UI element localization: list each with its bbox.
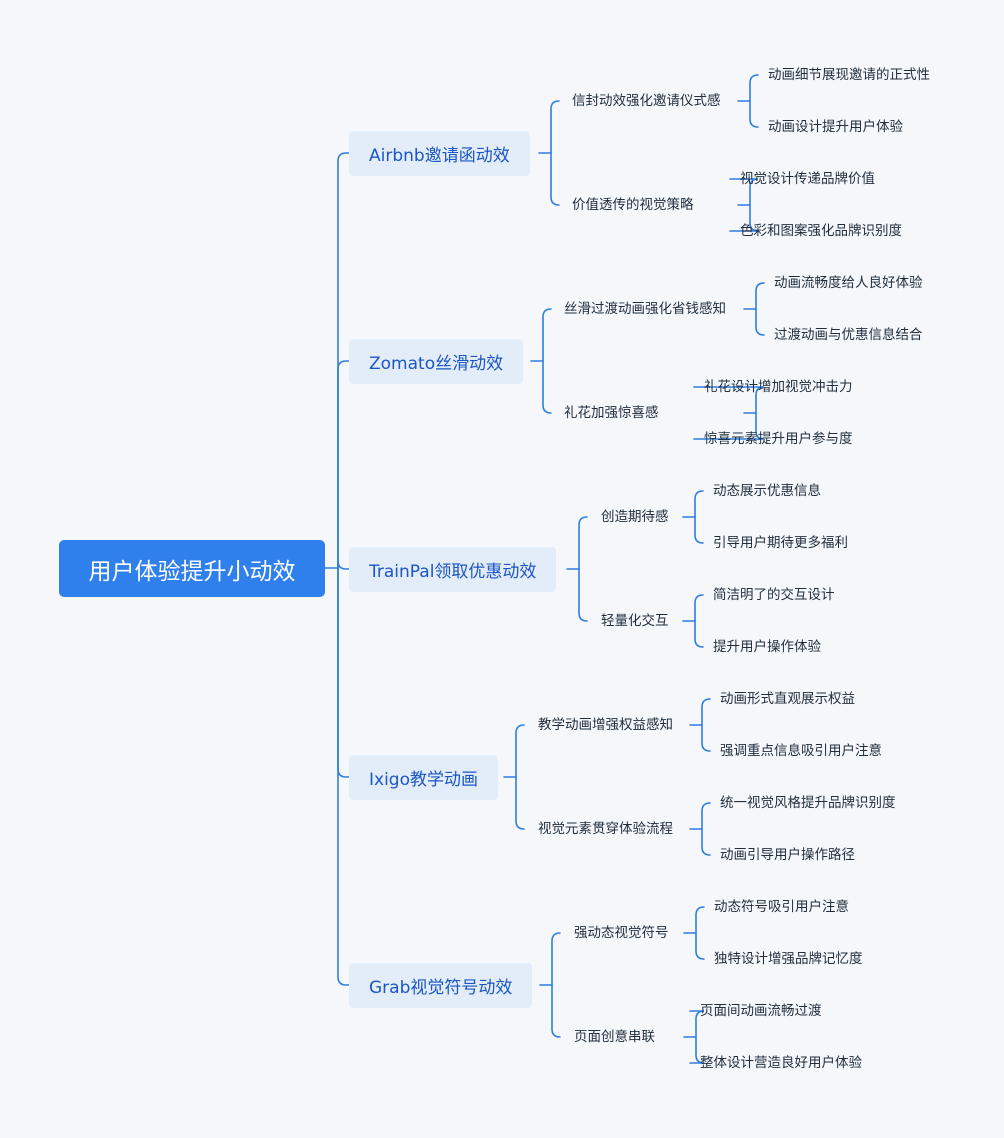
subtopic-node[interactable]: 轻量化交互 xyxy=(601,613,669,629)
leaf-node[interactable]: 动画细节展现邀请的正式性 xyxy=(768,67,930,83)
leaf-node[interactable]: 惊喜元素提升用户参与度 xyxy=(704,431,853,447)
topic-node[interactable]: TrainPal领取优惠动效 xyxy=(349,546,557,592)
subtopic-node[interactable]: 礼花加强惊喜感 xyxy=(564,405,659,421)
subtopic-connector-branch xyxy=(694,490,704,518)
leaf-node[interactable]: 简洁明了的交互设计 xyxy=(713,587,835,603)
subtopic-connector-branch xyxy=(693,386,765,414)
subtopic-connector-branch xyxy=(755,282,765,310)
topic-node[interactable]: Ixigo教学动画 xyxy=(349,754,498,800)
subtopic-connector-branch xyxy=(701,724,711,752)
subtopic-node[interactable]: 信封动效强化邀请仪式感 xyxy=(572,93,721,109)
root-connector-branch xyxy=(337,560,350,570)
subtopic-connector-branch xyxy=(701,802,711,830)
leaf-node[interactable]: 动画流畅度给人良好体验 xyxy=(774,275,923,291)
leaf-node[interactable]: 动画设计提升用户体验 xyxy=(768,119,903,135)
leaf-node[interactable]: 页面间动画流畅过渡 xyxy=(700,1003,822,1019)
leaf-node[interactable]: 强调重点信息吸引用户注意 xyxy=(720,743,882,759)
subtopic-connector-branch xyxy=(694,516,704,544)
leaf-node[interactable]: 视觉设计传递品牌价值 xyxy=(740,171,875,187)
leaf-node[interactable]: 礼花设计增加视觉冲击力 xyxy=(704,379,853,395)
root-connector-branch xyxy=(337,567,350,778)
topic-node[interactable]: Grab视觉符号动效 xyxy=(349,962,533,1008)
topic-connector-branch xyxy=(551,984,561,1038)
leaf-node[interactable]: 独特设计增强品牌记忆度 xyxy=(714,951,863,967)
leaf-node[interactable]: 色彩和图案强化品牌识别度 xyxy=(740,223,902,239)
subtopic-node[interactable]: 页面创意串联 xyxy=(574,1029,655,1045)
topic-connector-branch xyxy=(542,308,552,362)
leaf-node[interactable]: 提升用户操作体验 xyxy=(713,639,821,655)
subtopic-connector-branch xyxy=(701,698,711,726)
subtopic-connector-branch xyxy=(749,100,759,128)
leaf-node[interactable]: 动画引导用户操作路径 xyxy=(720,847,855,863)
topic-connector-branch xyxy=(578,516,588,570)
subtopic-node[interactable]: 强动态视觉符号 xyxy=(574,925,669,941)
subtopic-connector-branch xyxy=(695,932,705,960)
topic-connector-branch xyxy=(550,100,560,154)
subtopic-connector-branch xyxy=(755,308,765,336)
leaf-node[interactable]: 动态展示优惠信息 xyxy=(713,483,821,499)
subtopic-connector-branch xyxy=(694,620,704,648)
topic-node[interactable]: Zomato丝滑动效 xyxy=(349,338,524,384)
subtopic-node[interactable]: 创造期待感 xyxy=(601,509,669,525)
topic-connector-branch xyxy=(515,724,525,778)
leaf-node[interactable]: 统一视觉风格提升品牌识别度 xyxy=(720,795,896,811)
topic-node[interactable]: Airbnb邀请函动效 xyxy=(349,130,530,176)
subtopic-connector-branch xyxy=(693,412,765,440)
topic-connector-branch xyxy=(550,152,560,206)
root-connector-branch xyxy=(337,360,350,569)
subtopic-node[interactable]: 视觉元素贯穿体验流程 xyxy=(538,821,673,837)
topic-connector-branch xyxy=(578,568,588,622)
subtopic-connector-branch xyxy=(695,906,705,934)
leaf-node[interactable]: 过渡动画与优惠信息结合 xyxy=(774,327,923,343)
topic-connector-branch xyxy=(515,776,525,830)
subtopic-node[interactable]: 价值透传的视觉策略 xyxy=(572,197,694,213)
subtopic-node[interactable]: 教学动画增强权益感知 xyxy=(538,717,673,733)
subtopic-connector-branch xyxy=(729,204,759,232)
subtopic-node[interactable]: 丝滑过渡动画强化省钱感知 xyxy=(564,301,726,317)
root-connector-branch xyxy=(337,567,350,986)
topic-connector-branch xyxy=(542,360,552,414)
leaf-node[interactable]: 动画形式直观展示权益 xyxy=(720,691,855,707)
leaf-node[interactable]: 引导用户期待更多福利 xyxy=(713,535,848,551)
subtopic-connector-branch xyxy=(729,178,759,206)
subtopic-connector-branch xyxy=(689,1010,705,1038)
subtopic-connector-branch xyxy=(749,74,759,102)
root-connector-branch xyxy=(337,152,350,569)
leaf-node[interactable]: 整体设计营造良好用户体验 xyxy=(700,1055,862,1071)
topic-connector-branch xyxy=(551,932,561,986)
leaf-node[interactable]: 动态符号吸引用户注意 xyxy=(714,899,849,915)
root-node[interactable]: 用户体验提升小动效 xyxy=(59,540,325,597)
subtopic-connector-branch xyxy=(694,594,704,622)
subtopic-connector-branch xyxy=(701,828,711,856)
subtopic-connector-branch xyxy=(689,1036,705,1064)
